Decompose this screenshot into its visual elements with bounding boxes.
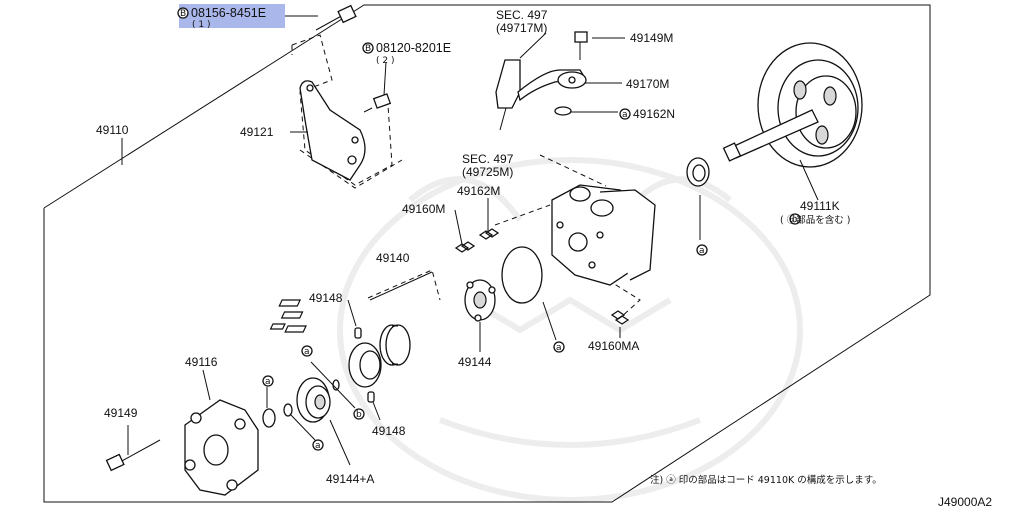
label-bolt-top: 08156-8451E: [191, 6, 266, 20]
label-49162n: 49162N: [633, 107, 675, 121]
pin-49148-lower: [367, 391, 375, 403]
label-49149m: 49149M: [630, 31, 673, 45]
pin-49148-upper: [354, 327, 362, 339]
vanes: [269, 299, 307, 333]
label-49121: 49121: [240, 125, 274, 139]
seal-ring: [686, 157, 710, 187]
svg-text:a: a: [315, 441, 321, 451]
svg-text:B: B: [180, 9, 186, 19]
bracket-part: [299, 80, 366, 181]
assembly-outline: [43, 4, 931, 503]
marker-a-49162n: [619, 108, 631, 120]
side-plate: [348, 342, 382, 388]
o-ring-large: [501, 246, 543, 304]
bolt-49149m: [574, 31, 588, 60]
label-bolt-mid-qty: ( 2 ): [376, 56, 394, 66]
bolt-mid: [363, 93, 392, 113]
pump-body: [551, 184, 656, 286]
bolt-49149-left: [105, 439, 161, 472]
svg-text:a: a: [622, 110, 628, 120]
label-49111k-note: ( ⓑ部品を含む ): [780, 214, 850, 226]
svg-text:b: b: [356, 410, 362, 420]
label-bolt-top-qty: ( 1 ): [192, 20, 210, 30]
label-sec-upper: SEC. 497: [496, 8, 548, 22]
label-49170m: 49170M: [626, 77, 669, 91]
ring-small-2: [283, 403, 293, 417]
svg-text:a: a: [556, 343, 562, 353]
bolt-top: [315, 4, 357, 31]
label-49160ma: 49160MA: [588, 339, 639, 353]
svg-text:b: b: [792, 215, 798, 225]
cam-ring-49144: [464, 279, 496, 322]
label-49144a: 49144+A: [326, 472, 374, 486]
pipe-fitting: [495, 59, 587, 131]
label-49148-lower: 49148: [372, 424, 406, 438]
spring-49162m: [478, 228, 500, 240]
label-49148-upper: 49148: [309, 291, 343, 305]
spring-49160m: [454, 241, 476, 253]
marker-a-oring: [553, 341, 565, 353]
rear-housing-49116: [184, 399, 259, 496]
svg-text:a: a: [265, 377, 271, 387]
label-49111k: 49111K: [800, 199, 840, 213]
label-49140: 49140: [376, 251, 410, 265]
svg-text:B: B: [365, 44, 371, 54]
label-bolt-mid: 08120-8201E: [376, 41, 451, 55]
marker-a-upper-left: [301, 345, 313, 357]
rotor-49140: [379, 324, 411, 366]
marker-b-49111k: [789, 213, 801, 225]
marker-B-mid: [362, 42, 374, 54]
pulley-part: [722, 42, 863, 168]
footnote: 注) ⓐ 印の部品はコード 49110K の構成を示します。: [650, 474, 882, 486]
marker-B-top: [177, 7, 189, 19]
marker-a-ring: [262, 375, 274, 387]
label-49162m: 49162M: [457, 184, 500, 198]
diagram-code: J49000A2: [938, 495, 992, 509]
leader-lines: [121, 15, 819, 466]
marker-a-bottom: [312, 439, 324, 451]
svg-text:a: a: [304, 347, 310, 357]
label-49110: 49110: [96, 123, 129, 137]
svg-text:a: a: [699, 246, 705, 256]
label-sec-upper-ref: (49717M): [496, 21, 547, 35]
ring-small-1: [262, 408, 276, 428]
marker-a-seal: [696, 244, 708, 256]
label-49160m: 49160M: [402, 202, 445, 216]
marker-circles: B B a b a a a a b a: [177, 7, 801, 451]
label-49144: 49144: [458, 355, 492, 369]
label-sec-lower: SEC. 497: [462, 152, 514, 166]
label-49149-left: 49149: [104, 406, 138, 420]
plate-49144a: [296, 377, 331, 423]
callout-highlight: [179, 4, 285, 28]
part-labels: 08156-8451E ( 1 ) 08120-8201E ( 2 ) SEC.…: [96, 6, 850, 486]
body-dashed-group: [367, 154, 641, 319]
marker-b-pin: [353, 408, 365, 420]
label-49116: 49116: [185, 355, 218, 369]
plug-49160ma: [610, 310, 630, 325]
label-sec-lower-ref: (49725M): [462, 165, 513, 179]
